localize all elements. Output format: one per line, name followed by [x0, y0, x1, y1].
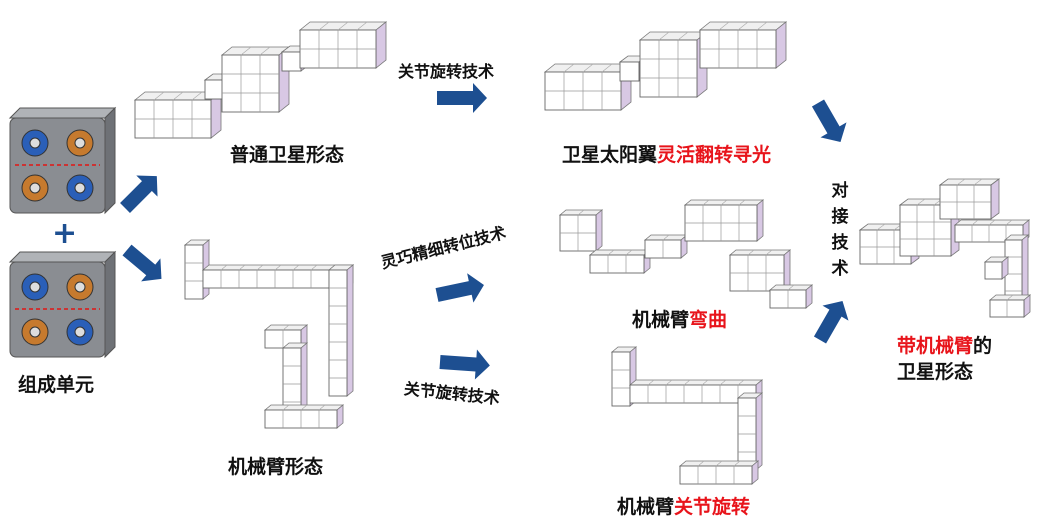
docking-char: 术	[831, 259, 849, 279]
final-label-line2: 卫星形态	[897, 361, 974, 383]
arrow-right-icon	[439, 349, 490, 380]
final-suffix: 的	[973, 335, 993, 357]
arm-bend-prefix: 机械臂	[632, 309, 690, 331]
final-satellite-structure	[858, 178, 1032, 318]
normal-satellite-structure	[133, 21, 388, 139]
bent-arm-structure	[558, 199, 814, 309]
arrow-down-right-icon	[122, 244, 162, 282]
robot-arm-structure	[183, 239, 355, 429]
component-unit-cube-top	[8, 106, 117, 215]
arm-rotate-label: 机械臂关节旋转	[617, 492, 750, 519]
final-highlight: 带机械臂	[897, 335, 974, 357]
arm-bend-highlight: 弯曲	[689, 309, 728, 331]
final-label-line1: 带机械臂的	[897, 331, 992, 358]
solar-wing-highlight: 灵活翻转寻光	[657, 144, 772, 166]
arrow-up-icon	[813, 301, 849, 344]
docking-char: 接	[831, 207, 849, 227]
arm-rotate-prefix: 机械臂	[617, 496, 675, 518]
solar-wing-prefix: 卫星太阳翼	[562, 144, 658, 166]
arrow-up-right-icon	[120, 175, 158, 213]
arrow-right-icon	[437, 83, 487, 113]
arm-rotate-highlight: 关节旋转	[674, 496, 751, 518]
solar-wing-flipped-structure	[543, 21, 788, 111]
arrow-right-icon	[435, 273, 484, 303]
normal-satellite-label: 普通卫星形态	[230, 144, 345, 166]
arm-form-label: 机械臂形态	[228, 456, 324, 478]
tech-joint-rotation-top: 关节旋转技术	[398, 62, 495, 81]
docking-char: 对	[831, 181, 849, 201]
tech-docking: 对 接 技 术	[830, 178, 850, 282]
arm-bend-label: 机械臂弯曲	[632, 305, 727, 332]
unit-label: 组成单元	[18, 374, 95, 396]
arrow-down-icon	[811, 99, 847, 142]
plus-sign: +	[52, 216, 78, 251]
rotated-arm-structure	[610, 346, 764, 485]
docking-char: 技	[831, 233, 849, 253]
solar-wing-label: 卫星太阳翼灵活翻转寻光	[562, 140, 771, 167]
component-unit-cube-bottom	[8, 250, 117, 359]
